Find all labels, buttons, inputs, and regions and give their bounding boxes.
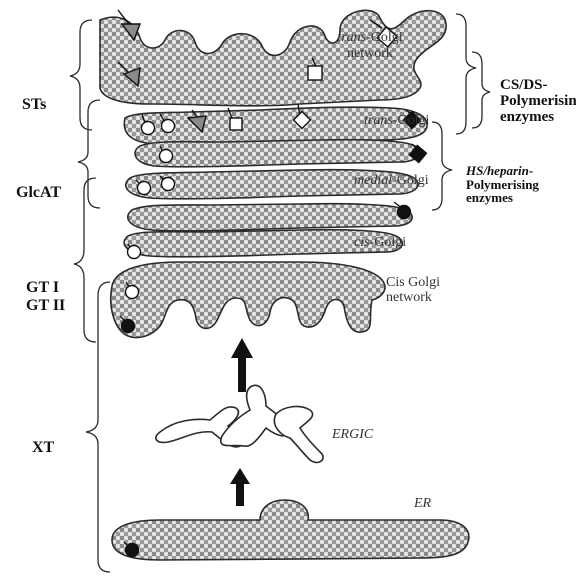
ergic-to-cgn-arrow xyxy=(231,338,253,392)
tgn-line-2: network xyxy=(280,46,460,62)
ergic-label: ERGIC xyxy=(332,428,373,443)
er-to-ergic-arrow xyxy=(230,468,250,506)
trans-golgi-label: trans-Golgi xyxy=(364,114,429,129)
medial-suffix: -Golgi xyxy=(392,173,429,188)
medial-golgi-label: medial-Golgi xyxy=(354,174,429,189)
xt-label: XT xyxy=(32,440,54,457)
tgn-prefix: trans xyxy=(337,30,366,45)
cs-ds-line-3: enzymes xyxy=(500,110,576,126)
brace-medial-trans xyxy=(432,122,452,210)
hs-line-3: enzymes xyxy=(466,191,539,205)
cis-golgi-cisterna-1 xyxy=(128,204,412,231)
cis-golgi-label: cis-Golgi xyxy=(354,236,406,251)
brace-xt xyxy=(86,282,110,572)
er-label: ER xyxy=(414,497,431,512)
glcat-label: GlcAT xyxy=(16,185,61,202)
cis-prefix: cis xyxy=(354,235,370,250)
brace-sts xyxy=(70,20,92,130)
cis-golgi-network-cisterna xyxy=(111,262,385,338)
medial-golgi-cisterna-1 xyxy=(135,140,420,167)
tgn-line-1: trans-Golgi xyxy=(280,30,460,46)
cs-ds-label: CS/DS- Polymerising enzymes xyxy=(500,78,576,125)
brace-gt xyxy=(74,178,96,342)
trans-suffix: -Golgi xyxy=(393,113,430,128)
hs-line-1: HS/heparin- xyxy=(466,164,539,178)
cis-suffix: -Golgi xyxy=(370,235,407,250)
cs-ds-line-2: Polymerising xyxy=(500,94,576,110)
hs-heparin-label: HS/heparin- Polymerising enzymes xyxy=(466,164,539,205)
gt1-label: GT I xyxy=(26,280,59,297)
hs-line-2: Polymerising xyxy=(466,178,539,192)
tgn-suffix: -Golgi xyxy=(366,30,403,45)
trans-prefix: trans xyxy=(364,113,393,128)
cgn-line-2: network xyxy=(386,291,440,306)
brace-cs-ds xyxy=(472,52,490,128)
brace-glcat xyxy=(78,100,100,208)
left-braces xyxy=(70,20,110,572)
sts-label: STs xyxy=(22,97,46,114)
cs-ds-line-1: CS/DS- xyxy=(500,78,576,94)
cgn-line-1: Cis Golgi xyxy=(386,276,440,291)
medial-prefix: medial xyxy=(354,173,392,188)
ergic-tubule-3 xyxy=(274,407,323,463)
cgn-label: Cis Golgi network xyxy=(386,276,440,305)
ergic-tubules xyxy=(156,385,323,462)
gt2-label: GT II xyxy=(26,298,65,315)
tgn-label: trans-Golgi network xyxy=(280,30,460,62)
